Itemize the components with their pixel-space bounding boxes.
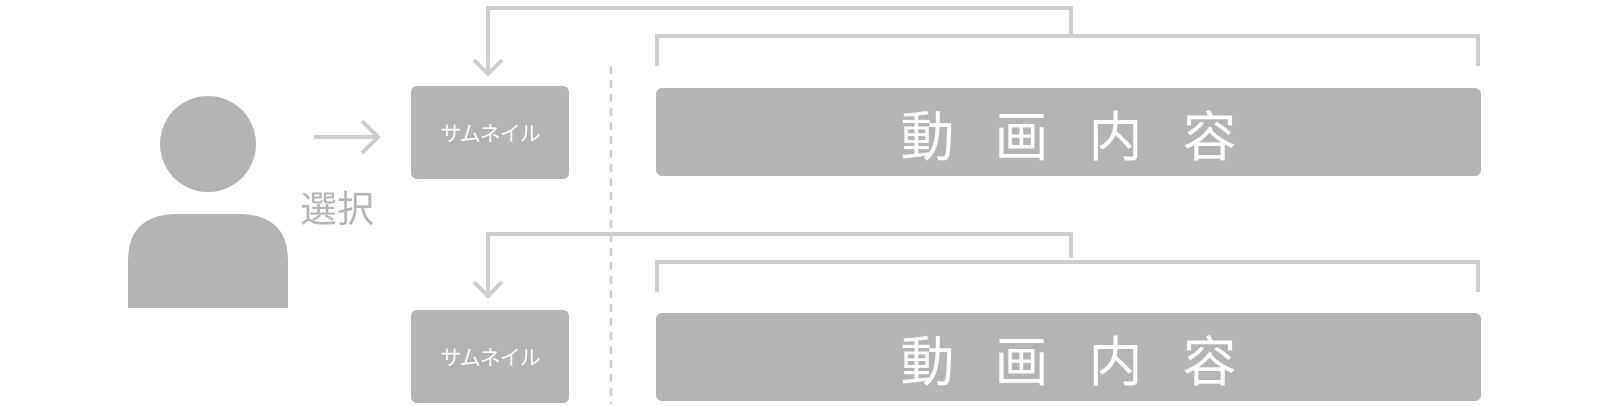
video-content-box: 動画内容 [656, 88, 1481, 176]
select-label: 選択 [300, 188, 374, 231]
loop-arrowhead-row2 [472, 280, 504, 299]
loop-arrow-row1 [486, 6, 1073, 74]
loop-arrow-row2 [486, 232, 1073, 296]
video-content-label: 動画内容 [900, 330, 1277, 394]
thumbnail-box: サムネイル [411, 310, 569, 403]
video-content-label: 動画内容 [900, 105, 1277, 169]
video-content-box: 動画内容 [656, 313, 1481, 401]
bracket-row1 [655, 34, 1480, 66]
thumbnail-label: サムネイル [440, 345, 541, 370]
select-arrowhead [360, 119, 381, 155]
bracket-row2 [655, 260, 1480, 292]
person-icon [128, 96, 288, 308]
loop-arrowhead-row1 [472, 58, 504, 77]
thumbnail-box: サムネイル [411, 86, 569, 179]
thumbnail-label: サムネイル [440, 121, 541, 146]
